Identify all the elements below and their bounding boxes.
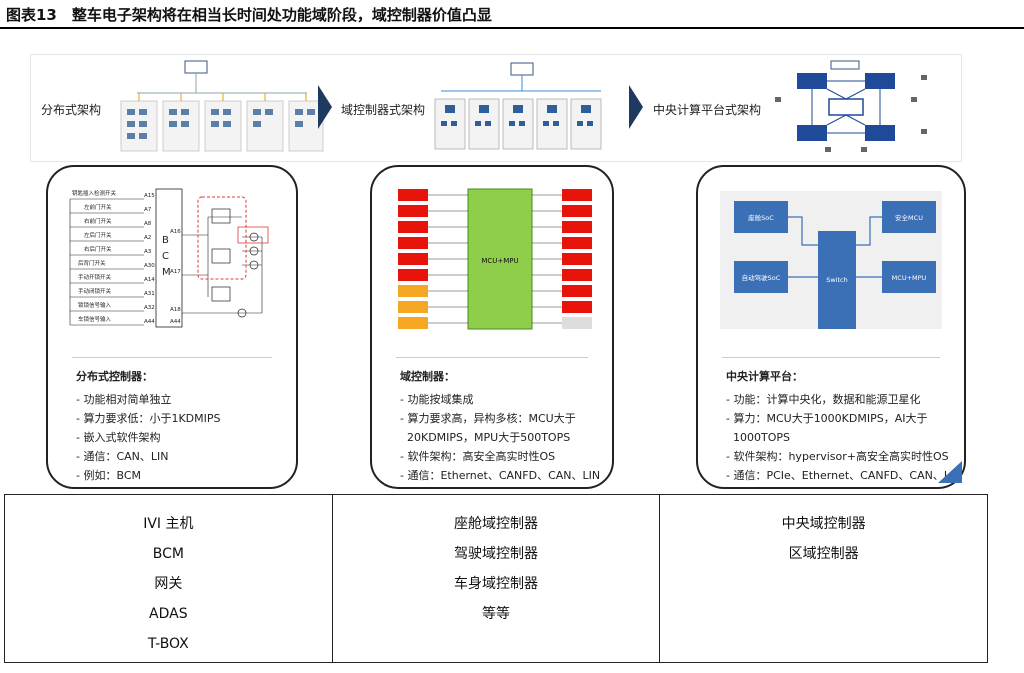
central-platform-diagram: 座舱SoC 自动驾驶SoC Switch 安全MCU MCU+MPU <box>720 191 942 329</box>
switch-label: 右后门开关 <box>84 245 112 253</box>
bcm-letter: M <box>162 267 171 278</box>
distributed-controller-description: 分布式控制器： - 功能相对简单独立 - 算力要求低：小于1KDMIPS - 嵌… <box>76 367 286 485</box>
card-line: - 软件架构：hypervisor+高安全高实时性OS <box>726 450 949 463</box>
bcm-letter: C <box>162 251 169 262</box>
pin-label: A3 <box>144 249 152 255</box>
architecture-evolution-strip: 分布式架构 域控制器式架构 <box>30 54 962 162</box>
table-column-central: 中央域控制器 区域控制器 <box>660 495 987 662</box>
pin-label: A8 <box>144 221 152 227</box>
card-line: - 嵌入式软件架构 <box>76 431 161 444</box>
title-rule <box>0 27 1024 29</box>
card-line: - 通信：PCIe、Ethernet、CANFD、CAN、LIN <box>726 469 962 482</box>
card-line: - 算力要求低：小于1KDMIPS <box>76 412 221 425</box>
table-cell: IVI 主机 <box>143 516 194 532</box>
safety-mcu-label: 安全MCU <box>895 213 923 222</box>
table-column-distributed: IVI 主机 BCM 网关 ADAS T-BOX <box>5 495 333 662</box>
switch-label: 钥匙插入检测开关 <box>72 189 117 197</box>
table-column-domain: 座舱域控制器 驾驶域控制器 车身域控制器 等等 <box>333 495 661 662</box>
distributed-architecture-diagram <box>120 60 324 152</box>
domain-core-label: MCU+MPU <box>481 257 518 265</box>
switch-label: Switch <box>826 276 848 284</box>
pin-label: A7 <box>144 207 152 213</box>
domain-controller-description: 域控制器： - 功能按域集成 - 算力要求高，异构多核：MCU大于 20KDMI… <box>400 367 602 485</box>
domain-architecture-diagram <box>434 62 602 150</box>
card-divider <box>396 357 588 358</box>
mcu-mpu-label: MCU+MPU <box>892 274 927 282</box>
card-line: 20KDMIPS，MPU大于500TOPS <box>400 431 571 444</box>
corner-triangle-icon <box>938 461 962 483</box>
card-divider <box>722 357 940 358</box>
card-line: - 通信：Ethernet、CANFD、CAN、LIN <box>400 469 601 482</box>
relay-group-outline <box>197 196 247 280</box>
card-line: - 功能按域集成 <box>400 393 474 406</box>
pin-label: A30 <box>144 263 155 269</box>
table-cell: 网关 <box>154 576 183 592</box>
controller-examples-table: IVI 主机 BCM 网关 ADAS T-BOX 座舱域控制器 驾驶域控制器 车… <box>4 494 988 663</box>
pin-label: A31 <box>144 291 155 297</box>
table-cell: 座舱域控制器 <box>454 516 538 532</box>
pin-label: A16 <box>170 229 181 235</box>
domain-controller-diagram: MCU+MPU <box>398 188 592 330</box>
card-heading: 域控制器： <box>400 370 455 383</box>
card-heading: 分布式控制器： <box>76 370 153 383</box>
bcm-wiring-diagram: 钥匙插入检测开关 左前门开关 右前门开关 左后门开关 右后门开关 后背门开关 手… <box>69 188 269 328</box>
figure-title-bar: 图表13 整车电子架构将在相当长时间处功能域阶段，域控制器价值凸显 <box>0 0 1024 29</box>
central-platform-card: 座舱SoC 自动驾驶SoC Switch 安全MCU MCU+MPU 中央计算平… <box>696 165 966 489</box>
switch-label: 手动开锁开关 <box>78 273 112 281</box>
cockpit-soc-label: 座舱SoC <box>748 213 774 222</box>
lock-motor-outline <box>237 226 269 244</box>
domain-controller-card: MCU+MPU 域控制器： - 功能按域集成 - 算 <box>370 165 614 489</box>
table-cell: 驾驶域控制器 <box>454 546 538 562</box>
card-line: - 算力：MCU大于1000KDMIPS，AI大于 <box>726 412 928 425</box>
switch-label: 后背门开关 <box>78 259 106 267</box>
pin-label: A17 <box>170 269 181 275</box>
domain-architecture-label: 域控制器式架构 <box>341 103 426 117</box>
table-cell: 车身域控制器 <box>454 576 538 592</box>
pin-label: A14 <box>144 277 155 283</box>
table-cell: 等等 <box>482 606 510 622</box>
pin-label: A15 <box>144 193 155 199</box>
card-line: 1000TOPS <box>726 431 790 444</box>
card-line: - 例如：BCM <box>76 469 141 482</box>
switch-label: 右前门开关 <box>84 217 112 225</box>
table-cell: T-BOX <box>147 636 189 652</box>
figure-title: 图表13 整车电子架构将在相当长时间处功能域阶段，域控制器价值凸显 <box>6 6 492 24</box>
central-platform-description: 中央计算平台： - 功能：计算中央化，数据和能源卫星化 - 算力：MCU大于10… <box>726 367 962 485</box>
central-architecture-diagram <box>775 60 927 152</box>
pin-label: A2 <box>144 235 151 241</box>
card-divider <box>72 357 272 358</box>
card-line: - 功能相对简单独立 <box>76 393 172 406</box>
table-cell: ADAS <box>149 606 188 622</box>
card-heading: 中央计算平台： <box>726 370 803 383</box>
pin-label: A32 <box>144 305 155 311</box>
central-architecture-label: 中央计算平台式架构 <box>653 103 762 117</box>
distributed-architecture-label: 分布式架构 <box>41 103 102 117</box>
card-line: - 算力要求高，异构多核：MCU大于 <box>400 412 576 425</box>
chevron-right-icon <box>318 85 332 129</box>
bcm-block <box>155 188 183 328</box>
switch-label: 左前门开关 <box>84 203 112 211</box>
card-line: - 软件架构：高安全高实时性OS <box>400 450 556 463</box>
table-cell: 中央域控制器 <box>781 516 866 532</box>
pin-label: A44 <box>170 319 181 325</box>
pin-label: A44 <box>144 319 155 325</box>
switch-label: 车锁信号输入 <box>78 315 112 323</box>
table-cell: 区域控制器 <box>788 546 859 562</box>
chevron-right-icon <box>629 85 643 129</box>
switch-label: 左后门开关 <box>84 231 112 239</box>
pin-label: A18 <box>170 307 181 313</box>
table-cell: BCM <box>152 546 184 562</box>
switch-label: 锁锁信号输入 <box>78 301 112 309</box>
distributed-controller-card: 钥匙插入检测开关 左前门开关 右前门开关 左后门开关 右后门开关 后背门开关 手… <box>46 165 298 489</box>
adas-soc-label: 自动驾驶SoC <box>742 273 781 282</box>
switch-label: 手动闭锁开关 <box>78 287 112 295</box>
card-line: - 通信：CAN、LIN <box>76 450 169 463</box>
card-line: - 功能：计算中央化，数据和能源卫星化 <box>726 393 921 406</box>
bcm-letter: B <box>162 235 169 246</box>
